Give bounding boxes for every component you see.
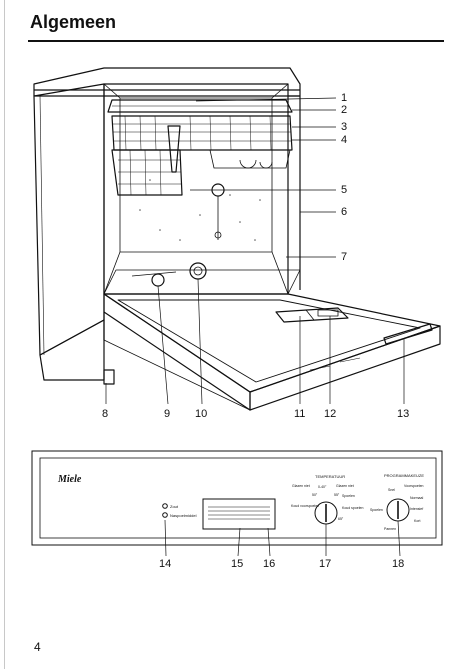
callout-3: 3 [341, 121, 348, 133]
salt-indicator-label: Zout [170, 504, 179, 509]
callout-4: 4 [341, 134, 348, 146]
title-rule [28, 40, 444, 42]
temp-label-5: Koud spoelen [342, 506, 363, 510]
prog-label-4: Intensief [410, 507, 423, 511]
callout-14: 14 [159, 558, 172, 570]
prog-label-5: Kort [414, 519, 420, 523]
adjustable-foot [103, 369, 115, 385]
temp-mark-4: 0-40° [318, 485, 327, 489]
callout-6: 6 [341, 206, 348, 218]
prog-label-3: Normaal [410, 496, 423, 500]
callout-18: 18 [392, 558, 405, 570]
prog-label-2: Voorspoelen [404, 484, 424, 488]
temp-mark-3: 65° [338, 517, 344, 521]
rinse-aid-dispenser [317, 309, 339, 317]
binder-margin-line [4, 0, 5, 669]
temp-label-4: Spoelen [342, 494, 355, 498]
callout-7: 7 [341, 251, 348, 263]
prog-label-7: Pannen [384, 527, 396, 531]
program-title: PROGRAMMAKEUZE [384, 473, 424, 478]
temp-mark-1: 50° [312, 493, 318, 497]
lower-spray-arm [131, 271, 177, 277]
callout-11: 11 [294, 408, 306, 420]
rinse-aid-indicator-label: Naspoelmiddel [170, 513, 197, 518]
callout-12: 12 [324, 408, 337, 420]
worktop [33, 67, 301, 97]
callout-9: 9 [164, 408, 171, 420]
temp-label-3: Koud voorspoelen [291, 504, 319, 508]
brand-logo: Miele [57, 474, 82, 485]
filter [151, 273, 165, 287]
cup-rack [209, 149, 291, 169]
temp-label-2: Glazen niet [336, 484, 354, 488]
salt-container [189, 262, 207, 280]
door-control-strip [383, 323, 433, 345]
door-handle-recess [202, 498, 276, 530]
glass-in-basket [167, 125, 181, 173]
callout-17: 17 [319, 558, 332, 570]
callout-1: 1 [341, 92, 348, 104]
detergent-dispenser [275, 307, 349, 323]
page-title: Algemeen [30, 12, 117, 32]
rinse-aid-indicator-lamp [162, 512, 168, 518]
callout-5: 5 [341, 184, 348, 196]
plinth [39, 319, 105, 381]
salt-indicator-lamp [162, 503, 168, 509]
callout-15: 15 [231, 558, 244, 570]
callout-10: 10 [195, 408, 208, 420]
callout-13: 13 [397, 408, 410, 420]
page-number: 4 [34, 640, 41, 654]
control-panel-detail [31, 450, 443, 557]
prog-label-6: Spoelen [370, 508, 383, 512]
prog-label-1: Snel [388, 488, 395, 492]
temperature-title: TEMPERATUUR [315, 474, 345, 479]
lower-basket-section [111, 149, 183, 196]
callout-8: 8 [102, 408, 109, 420]
upper-basket [111, 115, 293, 151]
temp-label-1: Glazen niet [292, 484, 310, 488]
left-side-panel [33, 83, 105, 356]
callout-2: 2 [341, 104, 348, 116]
callout-16: 16 [263, 558, 276, 570]
temp-mark-2: 55° [334, 493, 340, 497]
